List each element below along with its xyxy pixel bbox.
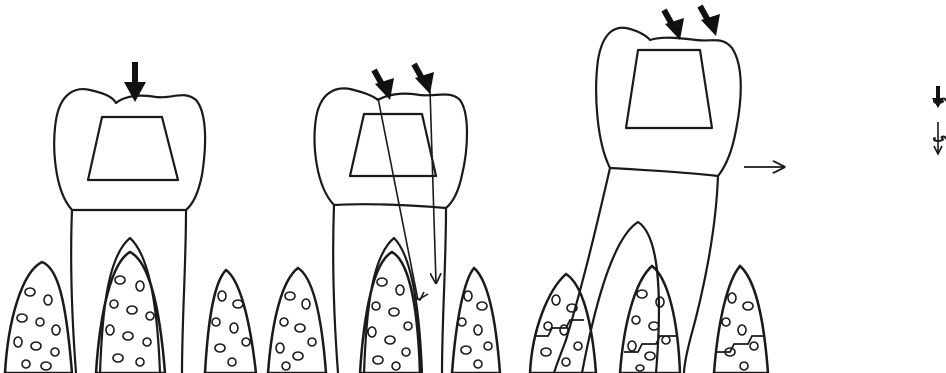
force-arrow-right-1	[661, 8, 684, 40]
force-arrow-middle-1	[371, 68, 394, 100]
panel-middle	[266, 62, 502, 373]
legend: نیروی اصلی نیروی انتقالی	[932, 86, 946, 156]
panel-right	[528, 4, 784, 373]
bone-right	[528, 264, 770, 373]
force-arrow-left	[124, 62, 146, 102]
tooth-left	[53, 88, 207, 373]
legend-primary-force-icon	[932, 86, 944, 108]
legend-transmitted-force-icon	[933, 122, 943, 156]
bone-middle	[266, 250, 502, 373]
force-arrow-middle-2	[411, 62, 434, 94]
tooth-right	[552, 26, 742, 373]
force-arrow-right-2	[697, 4, 720, 36]
transmitted-force-lines	[377, 89, 436, 302]
bone-left	[3, 250, 258, 373]
legend-primary-force-label: نیروی اصلی	[932, 88, 946, 106]
panel-left	[3, 62, 258, 373]
legend-transmitted-force-label: نیروی انتقالی	[932, 126, 946, 144]
